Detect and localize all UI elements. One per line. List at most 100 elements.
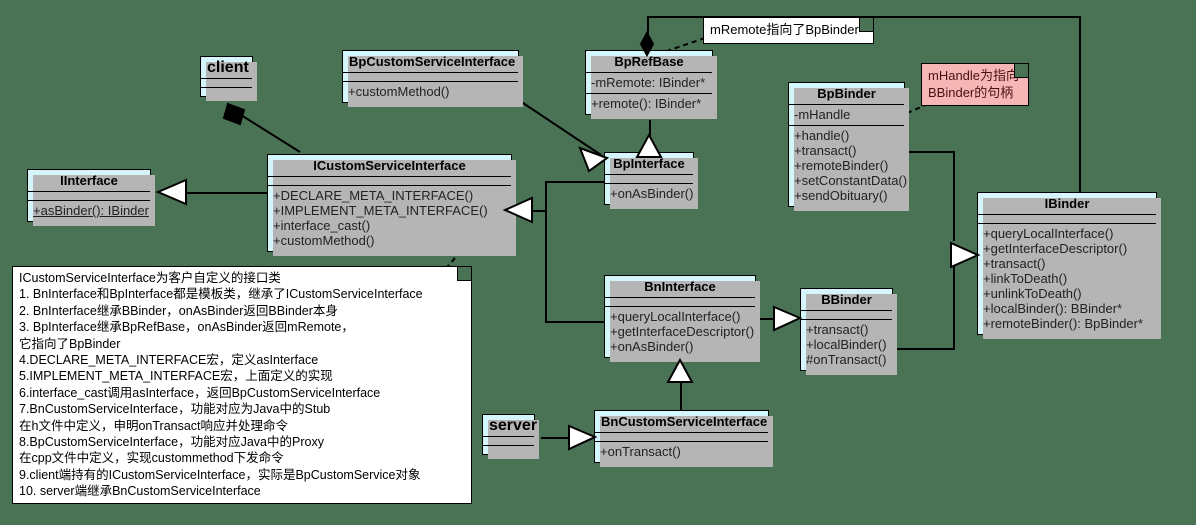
class-ops-bprefbase: +remote(): IBinder* (586, 93, 712, 114)
class-title-bpbinder: BpBinder (817, 86, 876, 101)
class-title-ibinder: IBinder (1044, 196, 1090, 211)
generalization-arrow-bpinterface-up (635, 132, 663, 158)
class-box-iinterface[interactable]: IInterface +asBinder(): IBinder (27, 169, 155, 226)
note-main-explanation: ICustomServiceInterface为客户自定义的接口类 1. BnI… (12, 266, 472, 504)
class-ops-iinterface: +asBinder(): IBinder (28, 200, 150, 221)
note-main-line-7: 5.IMPLEMENT_META_INTERFACE宏，上面定义的实现 (19, 369, 333, 384)
op-implement-meta-interface: +IMPLEMENT_META_INTERFACE() (273, 203, 488, 218)
note-fold-corner-mremote (859, 18, 873, 32)
note-main-line-2: 1. BnInterface和BpInterface都是模板类，继承了ICust… (19, 287, 423, 302)
class-title-client: client (207, 59, 249, 76)
op-getinterfacedescriptor-ib: +getInterfaceDescriptor() (983, 241, 1128, 256)
op-localbinder-bb: +localBinder() (806, 337, 887, 352)
op-onasbinder-bn: +onAsBinder() (610, 339, 694, 354)
op-remotebinder-ib: +remoteBinder(): BpBinder* (983, 316, 1144, 331)
class-title-iinterface: IInterface (60, 173, 118, 188)
note-main-line-3: 2. BnInterface继承BBinder，onAsBinder返回BBin… (19, 303, 338, 318)
class-title-bprefbase: BpRefBase (614, 54, 684, 69)
op-declare-meta-interface: +DECLARE_META_INTERFACE() (273, 188, 474, 203)
connector-bprefbase-ibinder-vertical-right (1079, 16, 1081, 192)
class-box-bprefbase[interactable]: BpRefBase -mRemote: IBinder* +remote(): … (585, 50, 717, 119)
note-main-line-4: 3. BpInterface继承BpRefBase，onAsBinder返回mR… (19, 320, 354, 335)
op-interface-cast: +interface_cast() (273, 218, 371, 233)
note-fold-corner-main (457, 267, 471, 281)
class-title-bpinterface: BpInterface (613, 156, 685, 171)
class-title-bncustomserviceinterface: BnCustomServiceInterface (601, 414, 768, 429)
note-main-line-14: 10. server端继承BnCustomServiceInterface (19, 484, 261, 499)
class-box-client[interactable]: client (200, 56, 257, 101)
connector-icustom-iinterface-line (185, 192, 270, 194)
attr-mhandle: -mHandle (794, 107, 851, 122)
note-mhandle-line-1: mHandle为指向 (928, 68, 1020, 83)
note-main-line-9: 7.BnCustomServiceInterface，功能对应为Java中的St… (19, 402, 331, 417)
connector-interfaces-icustom-vertical (545, 181, 547, 323)
class-ops-icustomserviceinterface: +DECLARE_META_INTERFACE() +IMPLEMENT_MET… (268, 185, 511, 251)
connector-icustom-arrow-stem (545, 181, 547, 212)
op-querylocalinterface-bn: +queryLocalInterface() (610, 309, 741, 324)
class-attrs-bpinterface (605, 174, 693, 183)
op-ontransact-bncustom: +onTransact() (600, 444, 681, 459)
class-ops-bpinterface: +onAsBinder() (605, 183, 693, 204)
class-box-bninterface[interactable]: BnInterface +queryLocalInterface() +getI… (604, 275, 760, 362)
class-title-server: server (489, 417, 538, 434)
class-attrs-client (201, 78, 252, 87)
op-sendobituary: +sendObituary() (794, 188, 888, 203)
class-attrs-bpbinder: -mHandle (789, 104, 904, 125)
op-querylocalinterface-ib: +queryLocalInterface() (983, 226, 1114, 241)
op-custommethod: +customMethod() (348, 84, 450, 99)
note-main-line-6: 4.DECLARE_META_INTERFACE宏，定义asInterface (19, 353, 319, 368)
class-box-bpcustomserviceinterface[interactable]: BpCustomServiceInterface +customMethod() (342, 50, 523, 107)
class-attrs-bbinder (801, 310, 892, 319)
op-linktodeath: +linkToDeath() (983, 271, 1068, 286)
note-mremote-text: mRemote指向了BpBinder (710, 22, 859, 37)
connector-bninterface-icustom-horizontal (545, 321, 608, 323)
connector-bbinder-ibinder-horizontal (893, 348, 955, 350)
op-ontransact-bb: #onTransact() (806, 352, 887, 367)
note-main-line-5: 它指向了BpBinder (19, 336, 121, 351)
connector-bprefbase-bpinterface-line (649, 120, 651, 138)
note-main-line-13: 9.client端持有的ICustomServiceInterface，实际是B… (19, 467, 421, 482)
class-box-bpbinder[interactable]: BpBinder -mHandle +handle() +transact() … (788, 82, 909, 211)
class-title-icustomserviceinterface: ICustomServiceInterface (313, 158, 466, 173)
op-onasbinder-bp: +onAsBinder() (610, 186, 694, 201)
class-box-icustomserviceinterface[interactable]: ICustomServiceInterface +DECLARE_META_IN… (267, 154, 516, 256)
connector-icustom-arrowline (527, 210, 547, 212)
class-box-bbinder[interactable]: BBinder +transact() +localBinder() #onTr… (800, 288, 897, 375)
generalization-arrow-bpinterface-diag (578, 146, 610, 173)
class-ops-bncustomserviceinterface: +onTransact() (595, 441, 768, 462)
class-title-bpcustomserviceinterface: BpCustomServiceInterface (349, 54, 516, 69)
class-attrs-icustomserviceinterface (268, 176, 511, 185)
class-ops-client (201, 87, 252, 96)
connector-bpbinder-ibinder-horizontal (905, 151, 955, 153)
connector-bpinterface-icustom-horizontal (545, 181, 608, 183)
op-remotebinder: +remoteBinder() (794, 158, 889, 173)
note-fold-corner-mhandle (1014, 64, 1028, 78)
connector-bncustom-bninterface-line (680, 378, 682, 410)
op-setconstantdata: +setConstantData() (794, 173, 908, 188)
class-title-bninterface: BnInterface (644, 279, 716, 294)
class-attrs-bninterface (605, 297, 755, 306)
class-ops-server (483, 445, 534, 454)
class-box-bncustomserviceinterface[interactable]: BnCustomServiceInterface +onTransact() (594, 410, 773, 467)
class-ops-bpcustomserviceinterface: +customMethod() (343, 81, 518, 102)
class-box-server[interactable]: server (482, 414, 539, 459)
note-main-line-11: 8.BpCustomServiceInterface，功能对应Java中的Pro… (19, 435, 324, 450)
attr-mremote: -mRemote: IBinder* (591, 75, 706, 90)
class-box-bpinterface[interactable]: BpInterface +onAsBinder() (604, 152, 698, 209)
op-transact: +transact() (794, 143, 857, 158)
op-asbinder: +asBinder(): IBinder (33, 203, 149, 218)
class-box-ibinder[interactable]: IBinder +queryLocalInterface() +getInter… (977, 192, 1161, 339)
generalization-arrow-bbinder (773, 305, 803, 332)
composition-diamond-bprefbase (639, 30, 655, 58)
note-mhandle-line-2: BBinder的句柄 (928, 84, 1014, 100)
generalization-arrow-bninterface-up (666, 357, 694, 383)
class-ops-ibinder: +queryLocalInterface() +getInterfaceDesc… (978, 223, 1156, 334)
note-main-line-1: ICustomServiceInterface为客户自定义的接口类 (19, 271, 281, 285)
class-attrs-bpcustomserviceinterface (343, 72, 518, 81)
op-getinterfacedescriptor-bn: +getInterfaceDescriptor() (610, 324, 755, 339)
op-localbinder-ib: +localBinder(): BBinder* (983, 301, 1123, 316)
class-attrs-bncustomserviceinterface (595, 432, 768, 441)
class-ops-bbinder: +transact() +localBinder() #onTransact() (801, 319, 892, 370)
note-main-line-10: 在h文件中定义，申明onTransact响应并处理命令 (19, 418, 289, 433)
